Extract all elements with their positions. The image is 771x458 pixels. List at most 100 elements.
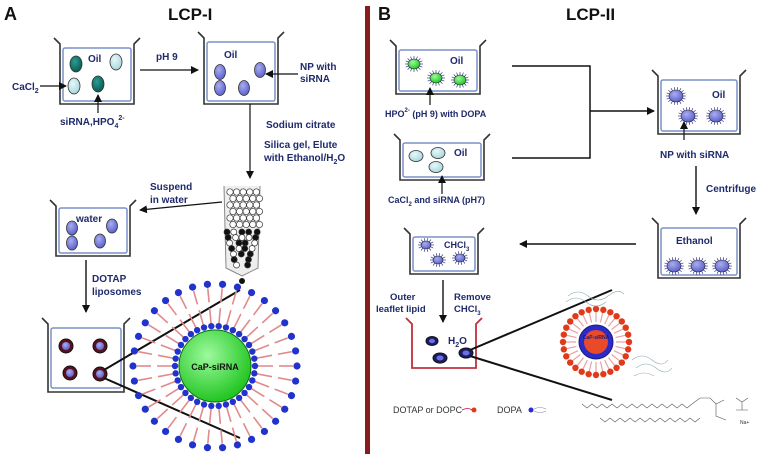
- coated-particle: [690, 259, 706, 273]
- cacl2-sirna-label: CaCl2 and siRNA (pH7): [388, 195, 485, 208]
- dopa-head: [171, 362, 179, 370]
- coated-particle: [420, 240, 432, 250]
- lipid-head: [292, 377, 300, 385]
- column-particle: [253, 228, 261, 236]
- dopa-head: [182, 389, 189, 397]
- silica-beads: [226, 188, 263, 229]
- silica-bead: [239, 201, 247, 209]
- dopa-head: [193, 398, 201, 406]
- lipid-head: [203, 444, 212, 452]
- dopa-head: [187, 330, 195, 338]
- silica-bead: [233, 188, 241, 196]
- core-label: CaP-siRNA: [191, 362, 239, 372]
- dotap-head: [592, 371, 600, 379]
- column-particle: [245, 256, 252, 263]
- dotap-head: [559, 338, 567, 346]
- silica-bead: [249, 207, 257, 216]
- dotap-head: [613, 312, 620, 320]
- dotap-head: [563, 353, 570, 360]
- dopa-head: [241, 389, 248, 397]
- dotap-head: [618, 318, 626, 325]
- silica-bead: [242, 207, 250, 216]
- panel-divider: [365, 6, 370, 454]
- silica-bead: [239, 214, 247, 222]
- column-particle: [244, 261, 251, 269]
- dotap-head: [607, 309, 614, 316]
- eluted-particles: [223, 228, 261, 269]
- dotap-symbol: [471, 407, 477, 413]
- lipid-head: [287, 392, 296, 400]
- coated-particle: [666, 259, 682, 273]
- silica-bead: [229, 194, 237, 203]
- nanoparticle: [214, 64, 226, 80]
- nanoparticle: [254, 62, 266, 78]
- drop: [239, 278, 245, 284]
- beaker-lcp-i: [41, 317, 131, 393]
- silica-bead: [255, 207, 263, 216]
- coated-particle: [680, 109, 696, 123]
- beaker-h2o: H2O: [405, 317, 483, 369]
- beaker-chcl3: CHCl3: [403, 227, 485, 275]
- silica-bead: [236, 194, 244, 203]
- column-particle: [230, 250, 237, 258]
- dopa-head: [182, 335, 189, 343]
- outer-leaflet-label-1: Outer: [390, 292, 416, 303]
- remove-chcl3-label-1: Remove: [454, 292, 491, 303]
- dotap-head: [560, 331, 568, 338]
- dotap-head: [600, 306, 607, 314]
- nanoparticle: [238, 80, 250, 96]
- h2o-label: H2O: [448, 336, 467, 349]
- column-particle: [230, 256, 238, 263]
- silica-bead: [252, 214, 260, 222]
- cap-sirna-core-b: [584, 330, 608, 354]
- nanoparticle: [66, 235, 78, 251]
- beaker-water: water: [49, 199, 137, 257]
- beaker-ethanol: Ethanol: [651, 217, 747, 279]
- coated-particle: [668, 89, 684, 103]
- dopa-head: [215, 322, 222, 330]
- np-sirna-label: siRNA: [300, 74, 330, 85]
- dopa-head: [193, 326, 201, 334]
- cacl2-particle: [109, 53, 123, 71]
- panel-b-title: LCP-II: [566, 5, 615, 24]
- sodium-citrate-label: Sodium citrate: [266, 120, 336, 131]
- dopa-head: [245, 383, 253, 391]
- lipid-head: [203, 280, 212, 288]
- zoom-line: [103, 289, 241, 371]
- dopa-head: [208, 402, 215, 410]
- silica-label-2: with Ethanol/H2O: [263, 153, 345, 166]
- column-particle: [241, 245, 249, 252]
- dopa-head: [172, 355, 179, 362]
- coated-particle: [708, 109, 724, 123]
- dopa-head: [200, 401, 208, 408]
- nanoparticle: [214, 80, 226, 96]
- silica-bead: [255, 220, 263, 229]
- dotap-label-2: liposomes: [92, 287, 142, 298]
- lipid-head: [218, 280, 227, 288]
- nanoparticle: [66, 220, 78, 236]
- column-particle: [228, 245, 235, 252]
- column-particle: [251, 239, 259, 247]
- lipid-head: [161, 427, 170, 436]
- dotap-head: [563, 324, 570, 331]
- silica-column: [223, 185, 263, 284]
- coated-particle: [429, 72, 443, 84]
- silica-bead: [236, 220, 244, 229]
- lipid-head: [130, 347, 138, 355]
- arrow-suspend: [139, 201, 223, 214]
- dotap-head: [624, 346, 632, 353]
- lipid-head: [247, 435, 256, 444]
- column-particle: [233, 261, 240, 269]
- column-particle: [235, 239, 243, 247]
- lipid-head: [271, 307, 280, 315]
- lipid-head: [161, 296, 170, 305]
- water-label: water: [75, 214, 102, 225]
- beaker-hpo4-dopa: Oil: [389, 39, 487, 95]
- dopa-head: [174, 377, 181, 384]
- lipid-head: [130, 377, 138, 385]
- lipid-head: [141, 405, 149, 413]
- column-particle: [245, 234, 253, 241]
- ph9-label: pH 9: [156, 52, 178, 63]
- panel-a-title: LCP-I: [168, 5, 212, 24]
- dotap-head: [578, 368, 585, 375]
